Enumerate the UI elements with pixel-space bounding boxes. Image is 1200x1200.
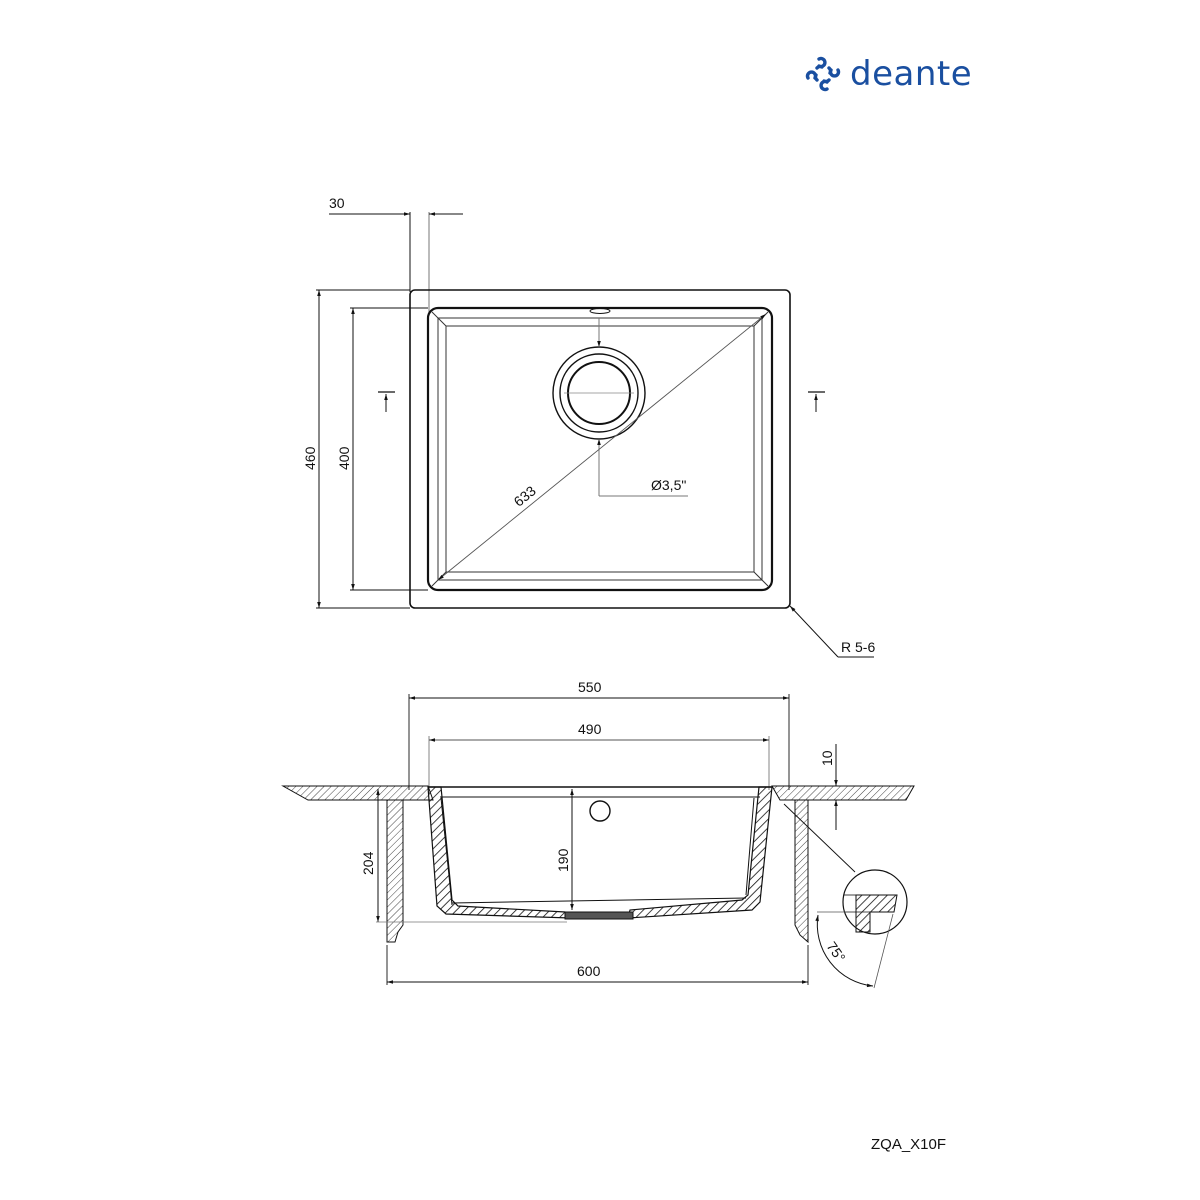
dim-outer-width: 550 <box>408 679 790 790</box>
svg-text:633: 633 <box>511 482 539 509</box>
dim-rim-width: 30 <box>329 195 463 312</box>
drain-outlet <box>564 911 634 920</box>
dim-countertop-thickness: 10 <box>819 744 838 830</box>
svg-text:600: 600 <box>577 963 601 979</box>
dim-cabinet-depth: 204 <box>360 789 567 923</box>
overflow-slot <box>589 308 611 314</box>
countertop-left <box>281 785 434 801</box>
dim-cabinet-width: 600 <box>386 945 809 985</box>
section-view: 550 490 190 <box>281 679 915 989</box>
overflow-hole <box>589 800 611 822</box>
section-marker-right <box>808 391 825 412</box>
top-view: 30 Ø3,5" 633 <box>302 195 875 658</box>
dim-bowl-depth: 190 <box>555 789 574 910</box>
svg-text:190: 190 <box>555 848 571 872</box>
drain: Ø3,5" <box>552 318 688 497</box>
svg-text:204: 204 <box>360 851 376 875</box>
svg-text:10: 10 <box>819 750 835 766</box>
bowl-wall-right <box>627 786 773 919</box>
svg-text:R 5-6: R 5-6 <box>841 639 875 655</box>
svg-text:550: 550 <box>578 679 602 695</box>
dim-inner-width: 490 <box>428 721 770 790</box>
dim-corner-radius: R 5-6 <box>789 605 875 658</box>
svg-text:Ø3,5": Ø3,5" <box>651 477 686 493</box>
cabinet-wall-left <box>386 799 404 943</box>
svg-text:490: 490 <box>578 721 602 737</box>
cabinet-wall-right <box>794 799 809 944</box>
deante-logo-icon <box>805 56 841 92</box>
brand-logo: deante <box>804 55 972 93</box>
dim-inner-depth: 400 <box>336 307 428 591</box>
svg-text:30: 30 <box>329 195 345 211</box>
svg-text:460: 460 <box>302 446 318 470</box>
bowl-wall-left <box>427 786 572 919</box>
product-code: ZQA_X10F <box>871 1136 947 1153</box>
section-marker-left <box>378 391 395 412</box>
svg-text:75°: 75° <box>824 939 849 966</box>
countertop-right <box>771 785 915 801</box>
brand-name: deante <box>850 54 973 94</box>
svg-text:400: 400 <box>336 446 352 470</box>
dim-outer-depth: 460 <box>302 289 410 609</box>
sink-outer-rim <box>409 289 791 609</box>
